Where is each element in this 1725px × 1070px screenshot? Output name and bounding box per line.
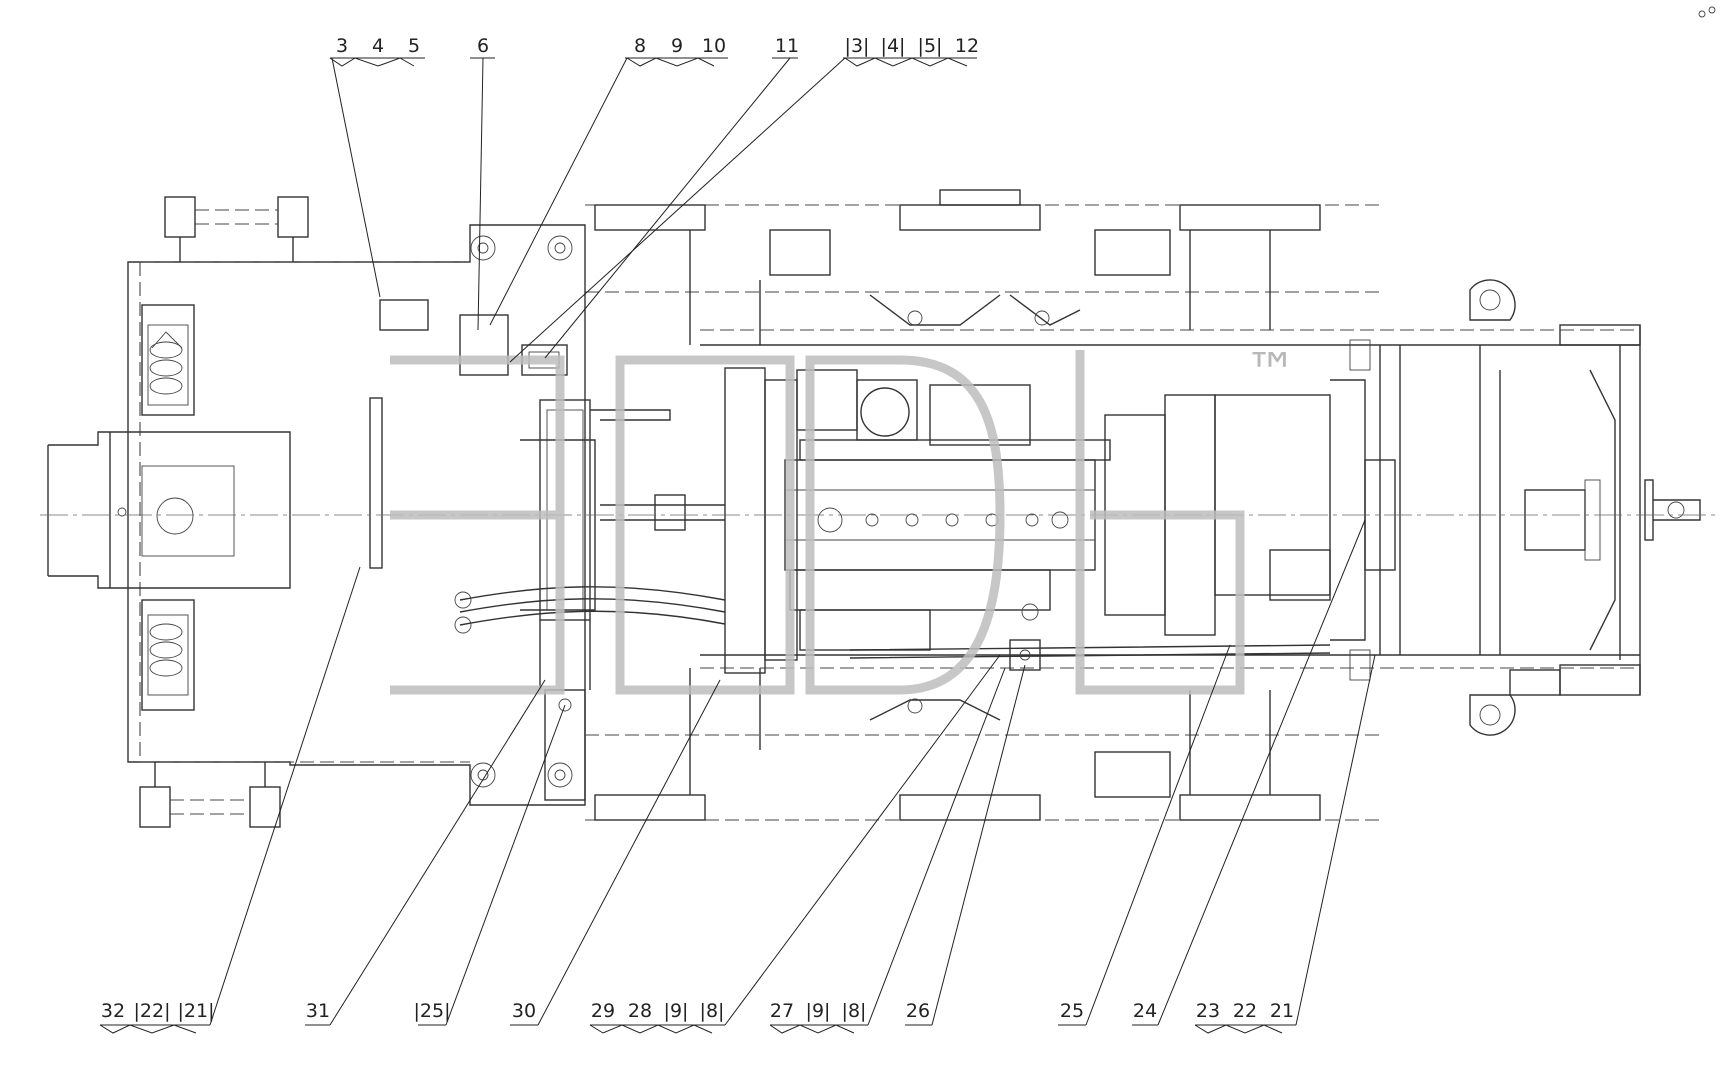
watermark: ™: [390, 343, 1297, 695]
watermark-trademark: ™: [1245, 343, 1297, 403]
label-30: 30: [512, 1000, 536, 1022]
label-24: 24: [1133, 1000, 1157, 1022]
label-26: 26: [906, 1000, 930, 1022]
label-25: 25: [1060, 1000, 1084, 1022]
callout-labels-bottom: 32 |22| |21| 31 |25| 30 29 28 |9| |8| 27…: [101, 1000, 1294, 1022]
label-9: 9: [671, 35, 683, 57]
label-8b: |8|: [700, 1000, 725, 1022]
label-5: 5: [408, 35, 420, 57]
label-29: 29: [591, 1000, 615, 1022]
label-22: 22: [1233, 1000, 1257, 1022]
label-32: 32: [101, 1000, 125, 1022]
corner-mark: [1698, 10, 1706, 18]
label-28: 28: [628, 1000, 652, 1022]
label-13: |3|: [845, 35, 870, 57]
main-frame: [585, 189, 1701, 821]
label-21a: |21|: [178, 1000, 215, 1022]
front-frame: [47, 196, 586, 828]
label-8: 8: [634, 35, 646, 57]
label-31: 31: [306, 1000, 330, 1022]
label-21: 21: [1270, 1000, 1294, 1022]
label-9b: |9|: [664, 1000, 689, 1022]
label-11: 11: [775, 35, 799, 57]
label-9c: |9|: [806, 1000, 831, 1022]
label-23: 23: [1196, 1000, 1220, 1022]
label-14: |4|: [881, 35, 906, 57]
engine-assembly: [454, 367, 1396, 674]
label-6: 6: [477, 35, 489, 57]
label-12: 12: [955, 35, 979, 57]
leader-lines: [99, 57, 1376, 1034]
label-22a: |22|: [134, 1000, 171, 1022]
label-8c: |8|: [842, 1000, 867, 1022]
label-4: 4: [372, 35, 384, 57]
label-25a: |25|: [414, 1000, 451, 1022]
label-15: |5|: [918, 35, 943, 57]
label-3: 3: [336, 35, 348, 57]
label-27: 27: [770, 1000, 794, 1022]
callout-labels-top: 3 4 5 6 8 9 10 11 |3| |4| |5| 12: [336, 35, 979, 57]
label-10: 10: [702, 35, 726, 57]
